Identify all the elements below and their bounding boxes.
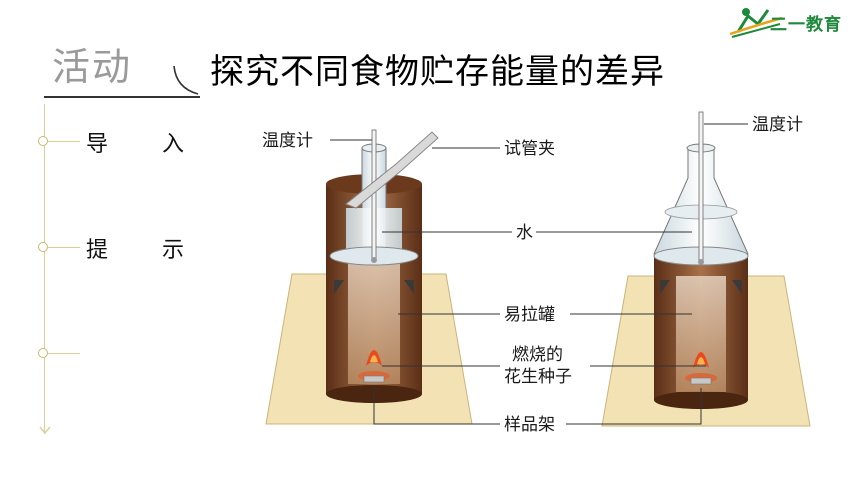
sidebar-track (44, 104, 45, 434)
sidebar-item-label[interactable]: 提示 (86, 238, 239, 263)
sample-rack-right (690, 377, 712, 385)
label-can: 易拉罐 (504, 305, 555, 325)
left-setup (265, 129, 473, 425)
sidebar-dot (38, 242, 48, 252)
logo-icon (729, 8, 783, 38)
arrow-down-icon (39, 426, 51, 435)
sidebar-dot (38, 348, 48, 358)
sidebar-connector (48, 246, 80, 248)
thermometer-right (698, 111, 704, 263)
test-tube-clamp (345, 131, 439, 209)
label-thermometer-right: 温度计 (752, 115, 803, 135)
sidebar-connector (48, 140, 80, 142)
label-burning-seed-line1: 燃烧的 (512, 345, 563, 365)
logo-text: 二一教育 (770, 15, 842, 35)
sidebar-connector (48, 352, 80, 354)
title-underline (44, 96, 200, 98)
experiment-diagram: 温度计 试管夹 水 温度计 易拉罐 燃烧的 花生种子 样品架 (262, 111, 811, 435)
sidebar-item-empty[interactable] (38, 348, 80, 358)
bracket-decoration (173, 65, 199, 95)
label-sample-rack: 样品架 (504, 415, 555, 435)
sidebar-item-intro[interactable] (38, 136, 80, 146)
label-burning-seed-line2: 花生种子 (504, 367, 572, 387)
sample-rack-left (363, 375, 385, 383)
sidebar-dot (38, 136, 48, 146)
label-test-tube-clamp: 试管夹 (504, 139, 555, 159)
thermometer-left (371, 129, 377, 261)
sidebar-item-label[interactable]: 导入 (86, 132, 239, 157)
sidebar-item-hint[interactable] (38, 242, 80, 252)
label-thermometer-left: 温度计 (262, 131, 313, 151)
activity-label: 活动 (52, 45, 133, 89)
page-title: 探究不同食物贮存能量的差异 (210, 52, 665, 92)
label-water: 水 (516, 223, 533, 243)
leader-lines (330, 123, 748, 425)
right-setup (601, 111, 811, 427)
